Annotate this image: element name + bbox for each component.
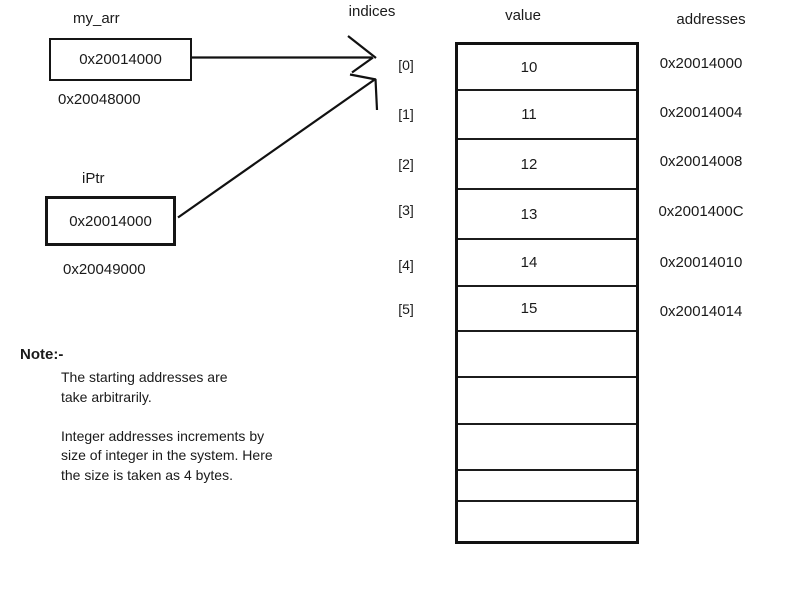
array-cell-empty [458, 471, 636, 502]
array-cell: 12 [458, 140, 636, 190]
iptr-label: iPtr [82, 170, 105, 187]
value-column-header: value [505, 7, 541, 24]
array-cell-empty [458, 332, 636, 378]
index-label: [2] [398, 156, 414, 172]
index-label: [1] [398, 106, 414, 122]
iptr-value: 0x20014000 [69, 212, 152, 230]
array-cell: 15 [458, 287, 636, 332]
address-label: 0x20014008 [659, 153, 743, 170]
address-label: 0x20014000 [659, 55, 743, 72]
iptr-address: 0x20049000 [63, 261, 146, 278]
array-cell: 11 [458, 91, 636, 140]
note-line: Integer addresses increments by [61, 427, 265, 444]
iptr-box: 0x20014000 [45, 196, 176, 246]
note-title: Note:- [20, 346, 64, 363]
array-cell-empty [458, 378, 636, 425]
addresses-column-header: addresses [676, 11, 746, 28]
index-label: [5] [398, 301, 414, 317]
array-cell-value: 10 [520, 58, 538, 76]
note-line: size of integer in the system. Here [61, 447, 273, 463]
array-cell-value: 13 [520, 205, 538, 223]
my-arr-box: 0x20014000 [49, 38, 192, 81]
array-cell-empty [458, 502, 636, 541]
array-cell-value: 12 [520, 155, 538, 173]
address-label: 0x20014010 [659, 254, 743, 271]
array-cell: 10 [458, 45, 636, 91]
note-body: The starting addresses are take arbitrar… [61, 368, 273, 485]
address-label: 0x2001400C [658, 203, 744, 220]
indices-column-header: indices [348, 3, 396, 20]
address-label: 0x20014004 [659, 104, 743, 121]
my-arr-arrow [192, 35, 377, 74]
array-cell: 13 [458, 190, 636, 240]
iptr-arrow [177, 73, 379, 219]
array-cell-value: 14 [520, 254, 538, 271]
my-arr-address: 0x20048000 [58, 91, 141, 108]
address-label: 0x20014014 [659, 303, 743, 320]
array-cell-value: 11 [521, 106, 537, 123]
index-label: [4] [398, 257, 414, 273]
note-line: The starting addresses are [61, 369, 228, 385]
array-cell-value: 15 [520, 300, 538, 317]
index-label: [3] [398, 202, 414, 218]
array-cell: 14 [458, 240, 636, 287]
note-line: take arbitrarily. [61, 388, 152, 405]
index-label: [0] [398, 57, 414, 73]
memory-array-table: 10 11 12 13 14 15 [455, 42, 639, 544]
array-cell-empty [458, 425, 636, 471]
note-line: the size is taken as 4 bytes. [61, 466, 233, 483]
note-line [61, 407, 273, 427]
my-arr-value: 0x20014000 [79, 51, 162, 68]
my-arr-label: my_arr [73, 10, 120, 27]
